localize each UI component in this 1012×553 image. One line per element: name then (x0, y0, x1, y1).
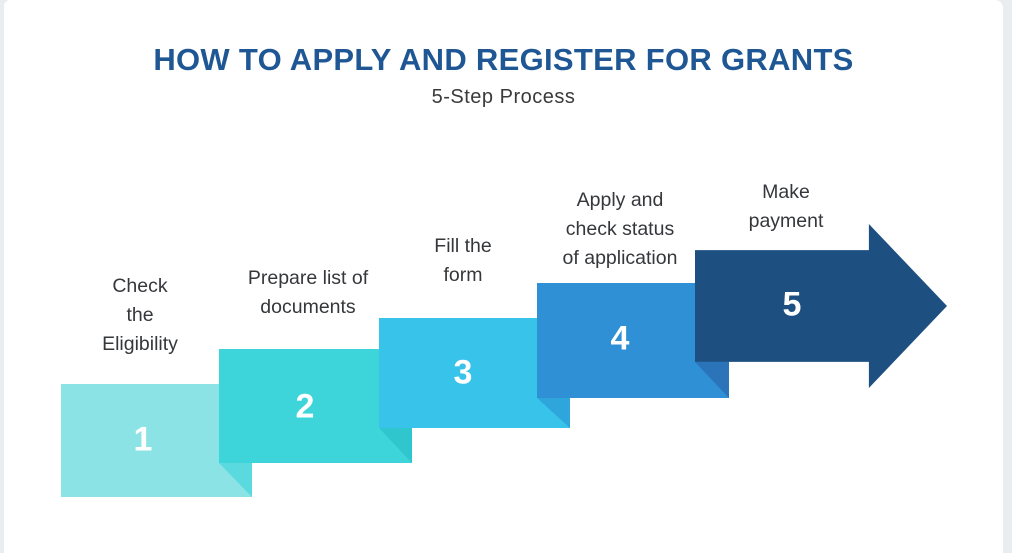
step-2-number: 2 (295, 387, 315, 426)
infographic-card: HOW TO APPLY AND REGISTER FOR GRANTS 5-S… (4, 0, 1003, 553)
step-3-number: 3 (453, 353, 473, 392)
step-2-label: Prepare list of documents (247, 267, 369, 318)
step-5-number: 5 (782, 285, 802, 324)
step-3-label: Fill the form (434, 235, 492, 286)
step-1-number: 1 (133, 420, 153, 459)
step-4-label: Apply and check status of application (562, 189, 678, 269)
step-1-label: Check the Eligibility (102, 275, 178, 355)
page-title: HOW TO APPLY AND REGISTER FOR GRANTS (153, 42, 854, 77)
page-subtitle: 5-Step Process (431, 86, 576, 108)
step-5-arrow-block (695, 224, 947, 388)
step-4-number: 4 (610, 319, 630, 358)
step-5-label: Make payment (748, 181, 824, 232)
